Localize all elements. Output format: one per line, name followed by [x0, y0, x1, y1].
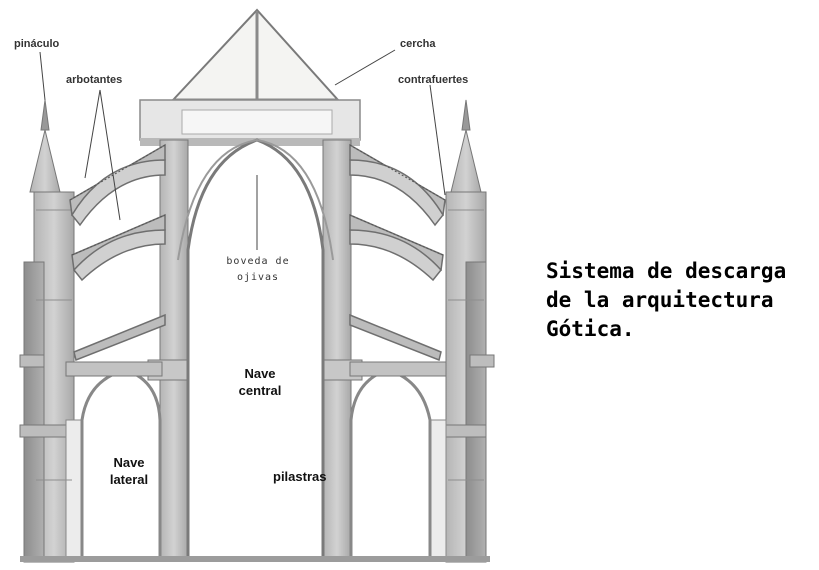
- label-arbotantes: arbotantes: [66, 74, 123, 86]
- roof-truss: [170, 8, 341, 102]
- arbotante-hatching: [69, 144, 446, 256]
- label-pinaculo: pináculo: [14, 38, 60, 50]
- label-contrafuertes: contrafuertes: [398, 74, 469, 86]
- label-boveda-de-ojivas: boveda de ojivas: [218, 254, 298, 286]
- right-buttress: [419, 99, 495, 563]
- clerestory-top: [139, 99, 361, 146]
- label-nave-central-line1: Nave: [244, 366, 276, 381]
- label-nave-lateral-line2: lateral: [109, 472, 149, 487]
- label-nave-central-line2: central: [238, 383, 282, 398]
- flying-buttresses: [69, 143, 446, 362]
- ground-line: [20, 556, 490, 562]
- label-boveda-line1: boveda de: [226, 256, 290, 267]
- label-nave-lateral-line1: Nave: [113, 455, 145, 470]
- label-nave-central: Nave central: [222, 365, 298, 399]
- left-buttress: [19, 99, 83, 563]
- caption: Sistema de descarga de la arquitectura G…: [546, 257, 811, 344]
- label-cercha: cercha: [400, 38, 436, 50]
- nave-piers: [147, 139, 363, 561]
- side-aisle-vaults: [65, 361, 447, 560]
- label-nave-lateral: Nave lateral: [96, 454, 162, 488]
- label-pilastras: pilastras: [273, 469, 327, 484]
- caption-line3: Gótica.: [546, 317, 635, 341]
- gothic-cathedral-cross-section: [19, 8, 495, 563]
- central-vault: [177, 138, 334, 560]
- label-boveda-line2: ojivas: [236, 272, 280, 283]
- caption-line2: de la arquitectura: [546, 288, 774, 312]
- caption-line1: Sistema de descarga: [546, 259, 787, 283]
- leader-lines: [39, 49, 446, 250]
